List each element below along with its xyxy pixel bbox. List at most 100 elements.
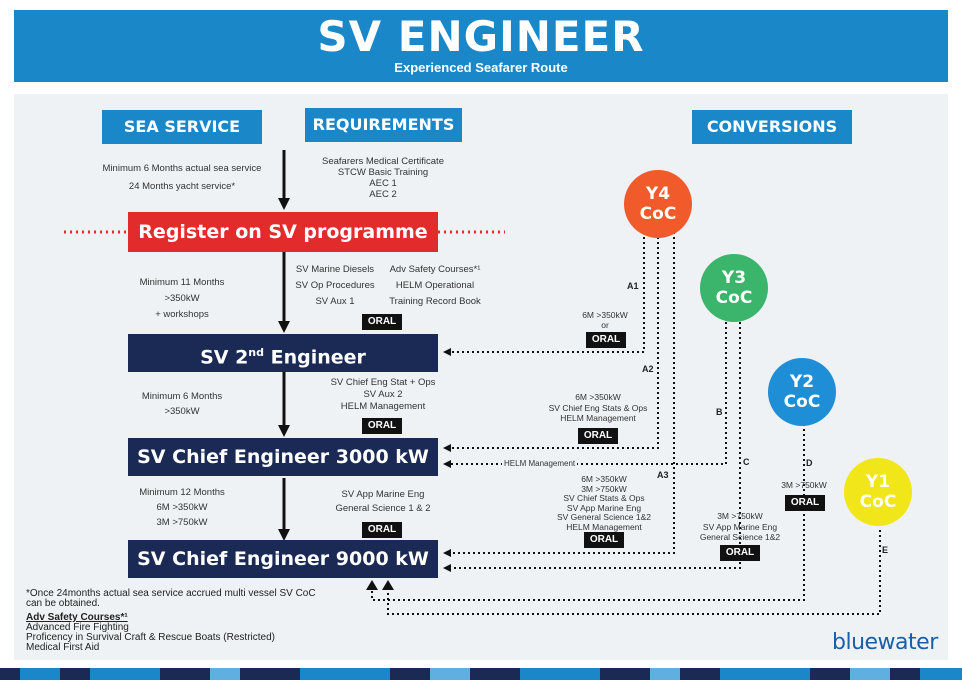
footnote-line: can be obtained. xyxy=(26,598,100,609)
step3-sea-line: 6M >350kW xyxy=(156,502,208,513)
conversions-header: CONVERSIONS xyxy=(692,110,852,144)
step3-sea-service: Minimum 12 Months 6M >350kW 3M >750kW xyxy=(112,485,252,530)
footnote-note: *Once 24months actual sea service accrue… xyxy=(26,589,366,609)
label-c: C xyxy=(743,457,750,467)
y3-label: Y3 xyxy=(721,268,747,288)
page-title: SV ENGINEER xyxy=(317,12,645,61)
step1-oral-badge: ORAL xyxy=(362,314,402,330)
conversion-line-a1 xyxy=(443,232,645,356)
step3-requirements: SV App Marine Eng General Science 1 & 2 xyxy=(318,488,448,516)
conversion-line-e xyxy=(387,530,881,615)
step3-sea-line: 3M >750kW xyxy=(156,517,208,528)
box-chief-3000: SV Chief Engineer 3000 kW xyxy=(128,438,438,476)
page-subtitle: Experienced Seafarer Route xyxy=(394,60,568,75)
step1-req-line: Adv Safety Courses*¹ xyxy=(389,264,481,275)
conversion-line-a2 xyxy=(443,232,659,452)
c-oral-badge: ORAL xyxy=(720,545,760,561)
step0-sea-service: Minimum 6 Months actual sea service 24 M… xyxy=(82,160,282,196)
conversion-line-a3 xyxy=(443,232,675,557)
step0-req-line: AEC 1 xyxy=(369,178,397,189)
step0-req-line: Seafarers Medical Certificate xyxy=(322,156,444,167)
conversion-line-d xyxy=(371,424,805,601)
requirements-header: REQUIREMENTS xyxy=(305,108,462,142)
adv-safety-item: Advanced Fire Fighting xyxy=(26,622,129,633)
step1-req-line: HELM Operational xyxy=(395,280,475,291)
box-2nd-text: Engineer xyxy=(264,346,366,369)
conversion-arrowhead-d xyxy=(366,580,378,590)
a2-req-line: HELM Management xyxy=(560,413,636,423)
label-d: D xyxy=(806,458,813,468)
a3-oral-badge: ORAL xyxy=(584,532,624,548)
a1-req-line: 6M >350kW xyxy=(582,310,628,320)
step1-sea-line: Minimum 11 Months xyxy=(139,277,225,288)
step0-sea-line: 24 Months yacht service* xyxy=(128,181,236,192)
adv-safety-item: Medical First Aid xyxy=(26,642,100,653)
step1-req-line: SV Op Procedures xyxy=(295,280,375,291)
a1-req-line: or xyxy=(601,320,609,330)
step2-sea-line: Minimum 6 Months xyxy=(141,391,223,402)
a2-oral-badge: ORAL xyxy=(578,428,618,444)
step1-sea-service: Minimum 11 Months >350kW + workshops xyxy=(112,275,252,323)
box-2nd-engineer: SV 2nd Engineer xyxy=(128,334,438,372)
header-banner: SV ENGINEER Experienced Seafarer Route xyxy=(14,10,948,82)
box-2nd-sup: nd xyxy=(248,346,265,359)
step2-req-line: SV Chief Eng Stat + Ops xyxy=(330,377,436,388)
box-2nd-text: SV 2 xyxy=(200,346,249,369)
b-requirements: HELM Management xyxy=(502,459,578,468)
c-req-line: SV App Marine Eng xyxy=(702,521,778,532)
footnote-line: *Once 24months actual sea service accrue… xyxy=(26,588,316,599)
step0-requirements: Seafarers Medical Certificate STCW Basic… xyxy=(298,156,468,200)
a2-req-line: 6M >350kW xyxy=(575,392,621,402)
a1-oral-badge: ORAL xyxy=(586,332,626,348)
step2-requirements: SV Chief Eng Stat + Ops SV Aux 2 HELM Ma… xyxy=(308,377,458,413)
a2-req-line: SV Chief Eng Stats & Ops xyxy=(548,402,648,413)
step0-req-line: AEC 2 xyxy=(369,189,397,200)
step1-req-right: Adv Safety Courses*¹ HELM Operational Tr… xyxy=(380,262,490,310)
step1-req-left: SV Marine Diesels SV Op Procedures SV Au… xyxy=(290,262,380,310)
conversion-line-c xyxy=(443,322,741,572)
box-chief-9000: SV Chief Engineer 9000 kW xyxy=(128,540,438,578)
step1-req-line: Training Record Book xyxy=(389,296,481,307)
step1-req-line: SV Aux 1 xyxy=(315,296,355,307)
a3-req-line: HELM Management xyxy=(566,521,642,532)
bluewater-logo: bluewater xyxy=(832,630,938,655)
conversion-arrowhead-e xyxy=(382,580,394,590)
y4-label: CoC xyxy=(639,204,677,224)
d-requirements: 3M >750kW xyxy=(781,480,827,490)
adv-safety-title: Adv Safety Courses*¹ xyxy=(26,612,128,623)
footnote-adv-safety: Adv Safety Courses*¹ Advanced Fire Fight… xyxy=(26,613,366,653)
step3-oral-badge: ORAL xyxy=(362,522,402,538)
conversion-line-b xyxy=(443,322,727,468)
step2-sea-service: Minimum 6 Months >350kW xyxy=(112,389,252,419)
a3-requirements: 6M >350kW 3M >750kW SV Chief Stats & Ops… xyxy=(544,474,664,532)
a2-requirements: 6M >350kW SV Chief Eng Stats & Ops HELM … xyxy=(540,392,656,424)
y1-label: CoC xyxy=(859,492,897,512)
label-a2: A2 xyxy=(642,364,654,374)
c-req-line: 3M >750kW xyxy=(717,511,763,521)
a1-requirements: 6M >350kW or xyxy=(570,310,640,330)
label-a3: A3 xyxy=(657,470,669,480)
step3-req-line: General Science 1 & 2 xyxy=(335,503,431,514)
a3-req-line: 3M >750kW xyxy=(581,483,627,494)
step2-oral-badge: ORAL xyxy=(362,418,402,434)
c-requirements: 3M >750kW SV App Marine Eng General Scie… xyxy=(692,511,788,543)
bottom-stripe xyxy=(0,668,962,680)
a3-req-line: SV App Marine Eng xyxy=(566,502,642,513)
step1-req-line: SV Marine Diesels xyxy=(295,264,375,275)
y2-label: CoC xyxy=(783,392,821,412)
step1-sea-line: + workshops xyxy=(155,309,209,320)
d-oral-badge: ORAL xyxy=(785,495,825,511)
y4-label: Y4 xyxy=(645,184,671,204)
a3-req-line: 6M >350kW xyxy=(581,474,627,484)
sea-service-header: SEA SERVICE xyxy=(102,110,262,144)
a3-req-line: SV Chief Stats & Ops xyxy=(563,493,645,503)
step2-req-line: SV Aux 2 xyxy=(363,389,403,400)
label-a1: A1 xyxy=(627,281,639,291)
register-box: Register on SV programme xyxy=(128,212,438,252)
c-req-line: General Science 1&2 xyxy=(699,532,781,542)
